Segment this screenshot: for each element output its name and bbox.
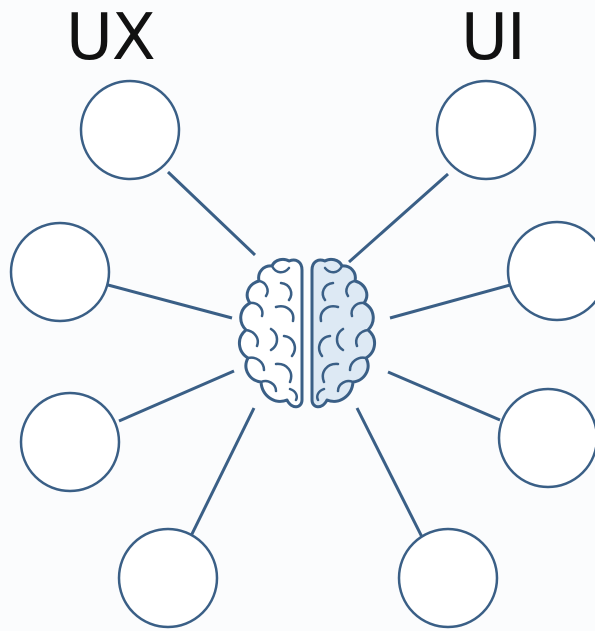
ux-node-2	[9, 221, 111, 323]
ui-node-3	[497, 387, 595, 489]
ui-node-1	[435, 79, 537, 181]
brain-icon	[238, 257, 376, 409]
ux-heading: UX	[66, 1, 156, 75]
connector-line-ui-3	[387, 370, 501, 422]
brain-right-hemisphere	[310, 257, 376, 409]
brain-folds-right	[316, 264, 370, 402]
ui-heading: UI	[461, 1, 526, 75]
connector-line-ui-2	[389, 283, 511, 320]
connector-line-ux-1	[166, 170, 257, 257]
connector-lines	[107, 170, 511, 540]
connector-line-ui-1	[348, 172, 449, 264]
brain-left-hemisphere	[238, 257, 304, 409]
connector-line-ux-3	[118, 369, 235, 423]
ux-node-4	[117, 527, 219, 629]
ux-node-3	[19, 391, 121, 493]
nodes	[9, 79, 595, 629]
brain-folds-left	[244, 264, 298, 402]
connector-line-ux-4	[188, 407, 256, 539]
connector-line-ux-2	[107, 283, 233, 320]
connector-line-ui-4	[355, 407, 425, 540]
ui-node-4	[397, 527, 499, 629]
ux-node-1	[79, 79, 181, 181]
ui-node-2	[506, 220, 595, 322]
